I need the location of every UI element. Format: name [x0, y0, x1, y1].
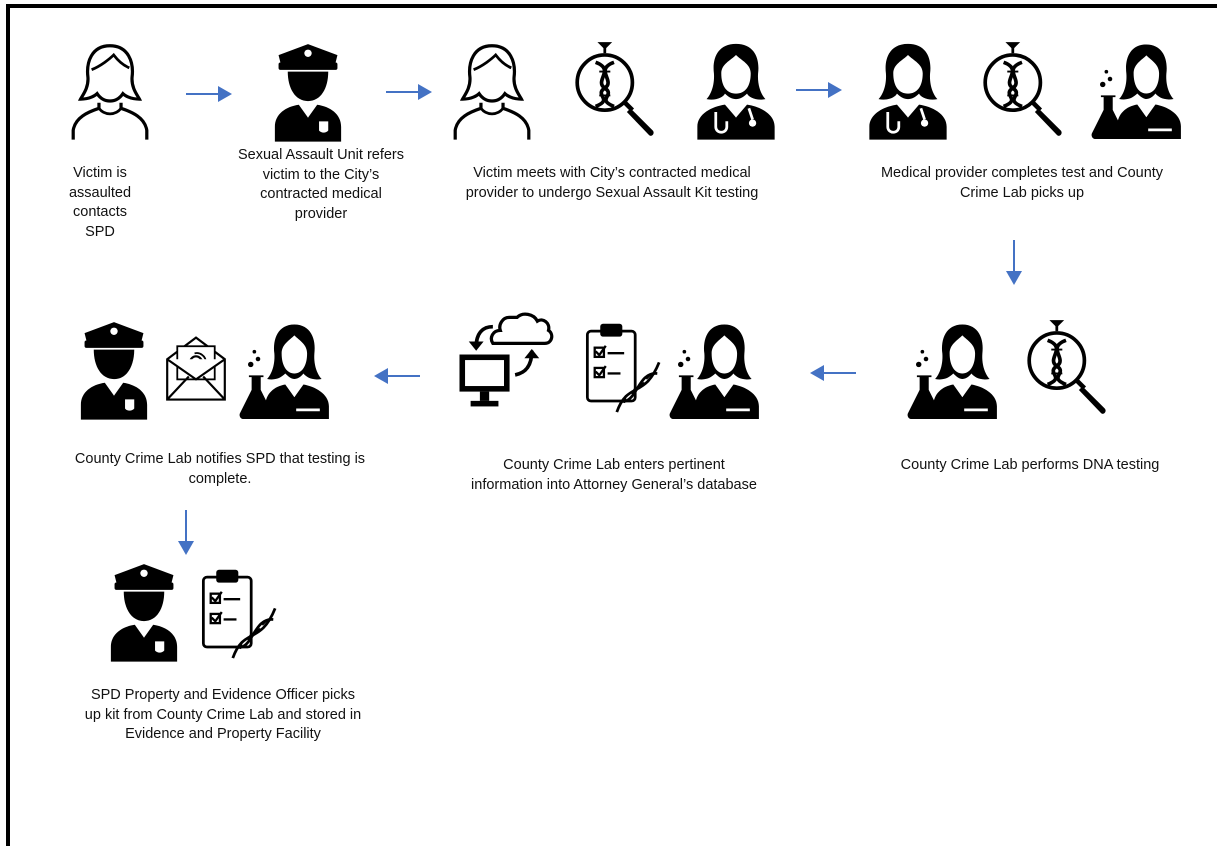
police-officer-icon — [68, 318, 160, 420]
computer-cloud-sync-icon — [448, 310, 560, 412]
dna-magnifier-icon — [1020, 312, 1112, 422]
lab-scientist-icon — [238, 318, 338, 420]
doctor-icon — [690, 38, 782, 140]
lab-scientist-icon — [906, 318, 1006, 420]
step-4-caption: Medical provider completes test and Coun… — [880, 165, 1164, 201]
victim-icon — [64, 38, 156, 140]
lab-scientist-icon — [1090, 38, 1190, 140]
step-3-caption: Victim meets with City’s contracted medi… — [465, 165, 759, 201]
dna-magnifier-icon — [976, 34, 1068, 144]
police-officer-icon — [98, 560, 190, 662]
step-5-caption: County Crime Lab performs DNA testing — [900, 457, 1160, 473]
dna-checklist-icon — [580, 316, 672, 418]
lab-scientist-icon — [668, 318, 768, 420]
email-envelope-icon — [160, 328, 232, 412]
police-officer-icon — [262, 40, 354, 142]
dna-magnifier-icon — [568, 34, 660, 144]
step-6-caption: County Crime Lab enters pertinent inform… — [471, 457, 757, 493]
victim-icon — [446, 38, 538, 140]
step-2-caption: Sexual Assault Unit refers victim to the… — [237, 147, 405, 222]
dna-checklist-icon — [196, 562, 288, 664]
step-1-caption: Victim is assaulted contacts SPD — [68, 165, 132, 240]
step-7-caption: County Crime Lab notifies SPD that testi… — [74, 451, 366, 487]
diagram-frame — [6, 4, 1217, 846]
step-8-caption: SPD Property and Evidence Officer picks … — [84, 687, 362, 742]
doctor-icon — [862, 38, 954, 140]
